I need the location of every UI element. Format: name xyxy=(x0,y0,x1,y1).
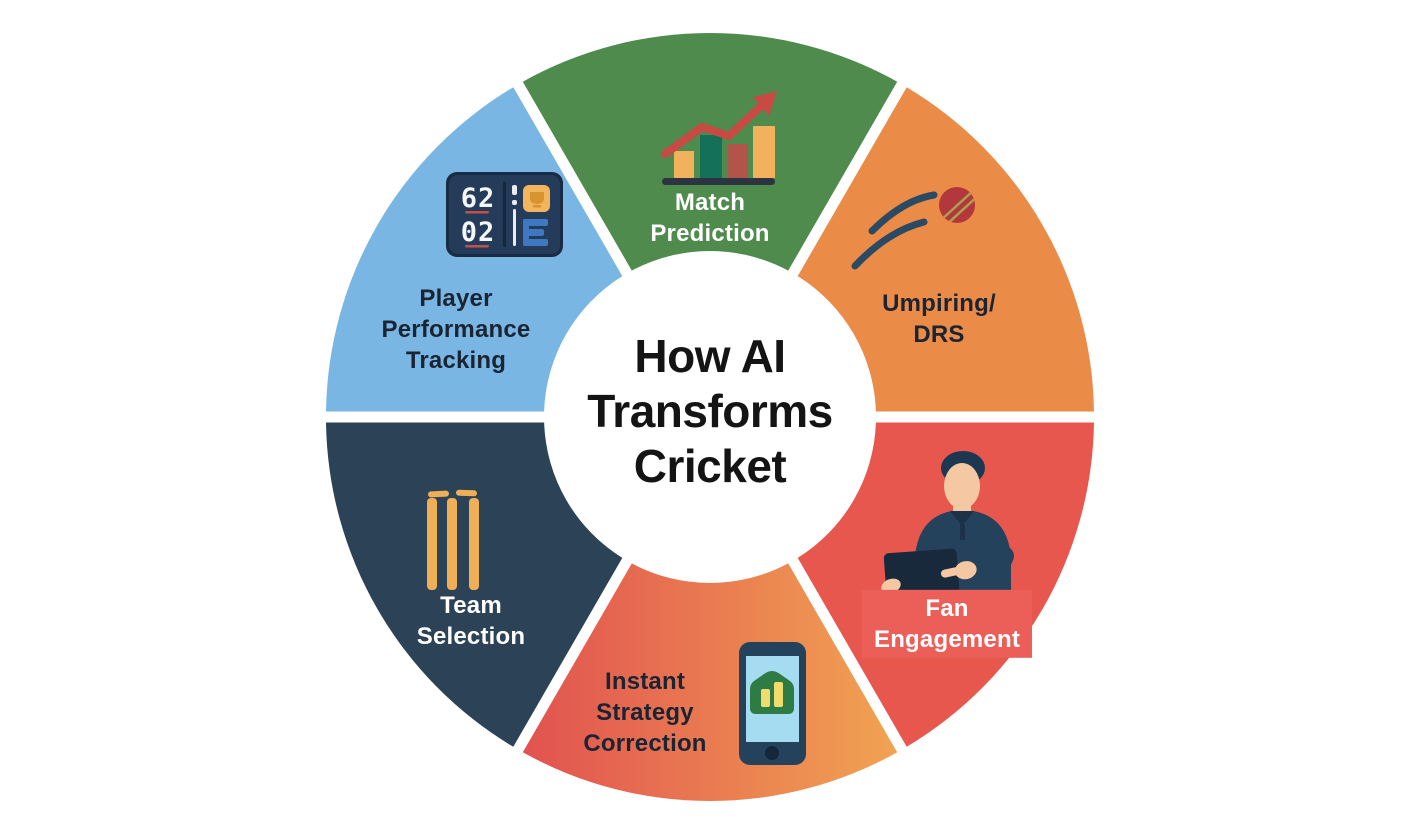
fan-with-tablet-icon xyxy=(881,451,1014,599)
label-fan-engagement: Fan Engagement xyxy=(861,589,1033,659)
label-umpiring-drs: Umpiring/ DRS xyxy=(882,289,996,348)
label-instant-strategy-correction: Instant Strategy Correction xyxy=(583,668,707,758)
cricket-stumps-icon xyxy=(427,489,479,590)
label-player-performance-tracking: Player Performance Tracking xyxy=(381,285,531,375)
label-match-prediction: Match Prediction xyxy=(650,188,770,247)
scoreboard-icon: 62 02 xyxy=(446,172,563,257)
label-team-selection: Team Selection xyxy=(416,591,526,650)
segment-umpiring-drs xyxy=(797,87,1094,412)
center-title: How AI Transforms Cricket xyxy=(587,330,833,493)
bar-chart-trend-icon xyxy=(661,91,777,185)
cricket-ball-icon xyxy=(851,187,975,270)
smartphone-analytics-icon xyxy=(739,642,806,765)
scoreboard-score-bottom: 02 xyxy=(461,217,496,248)
scoreboard-score-top: 62 xyxy=(461,183,496,214)
